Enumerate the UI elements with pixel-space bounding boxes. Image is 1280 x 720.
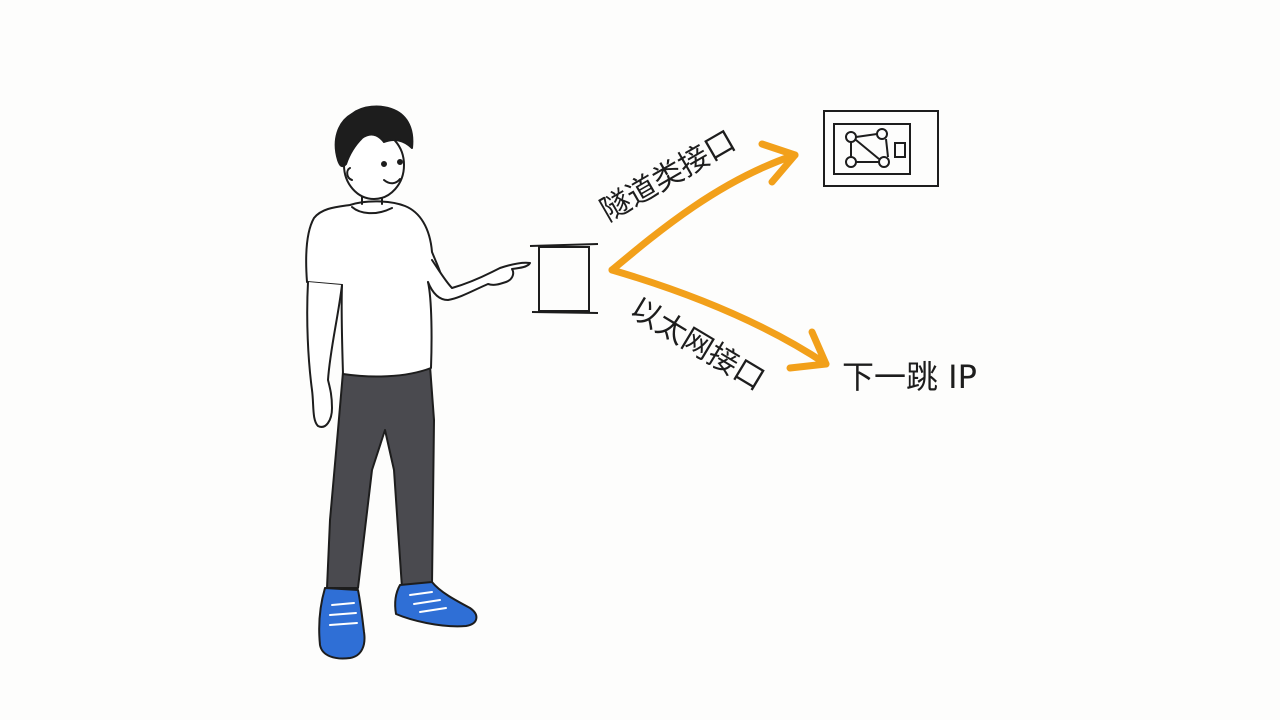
person-pointing — [305, 105, 531, 660]
hair — [334, 105, 414, 168]
left-arm — [306, 281, 343, 428]
ethernet-arrow — [608, 266, 830, 368]
right-shoe — [394, 581, 478, 628]
right-arm — [427, 259, 531, 301]
next-hop-label: 下一跳 IP — [842, 358, 977, 396]
pants — [326, 365, 435, 589]
shirt — [305, 200, 443, 378]
tunnel-interface-label: 隧道类接口 — [595, 124, 742, 229]
tunnel-arrowhead — [758, 140, 799, 186]
ethernet-interface-label: 以太网接口 — [624, 291, 771, 398]
arrows — [608, 140, 830, 372]
tunnel-arrow — [608, 151, 799, 274]
ethernet-arrowhead — [786, 328, 830, 372]
interface-box — [529, 243, 599, 314]
network-topology-icon — [823, 110, 939, 187]
